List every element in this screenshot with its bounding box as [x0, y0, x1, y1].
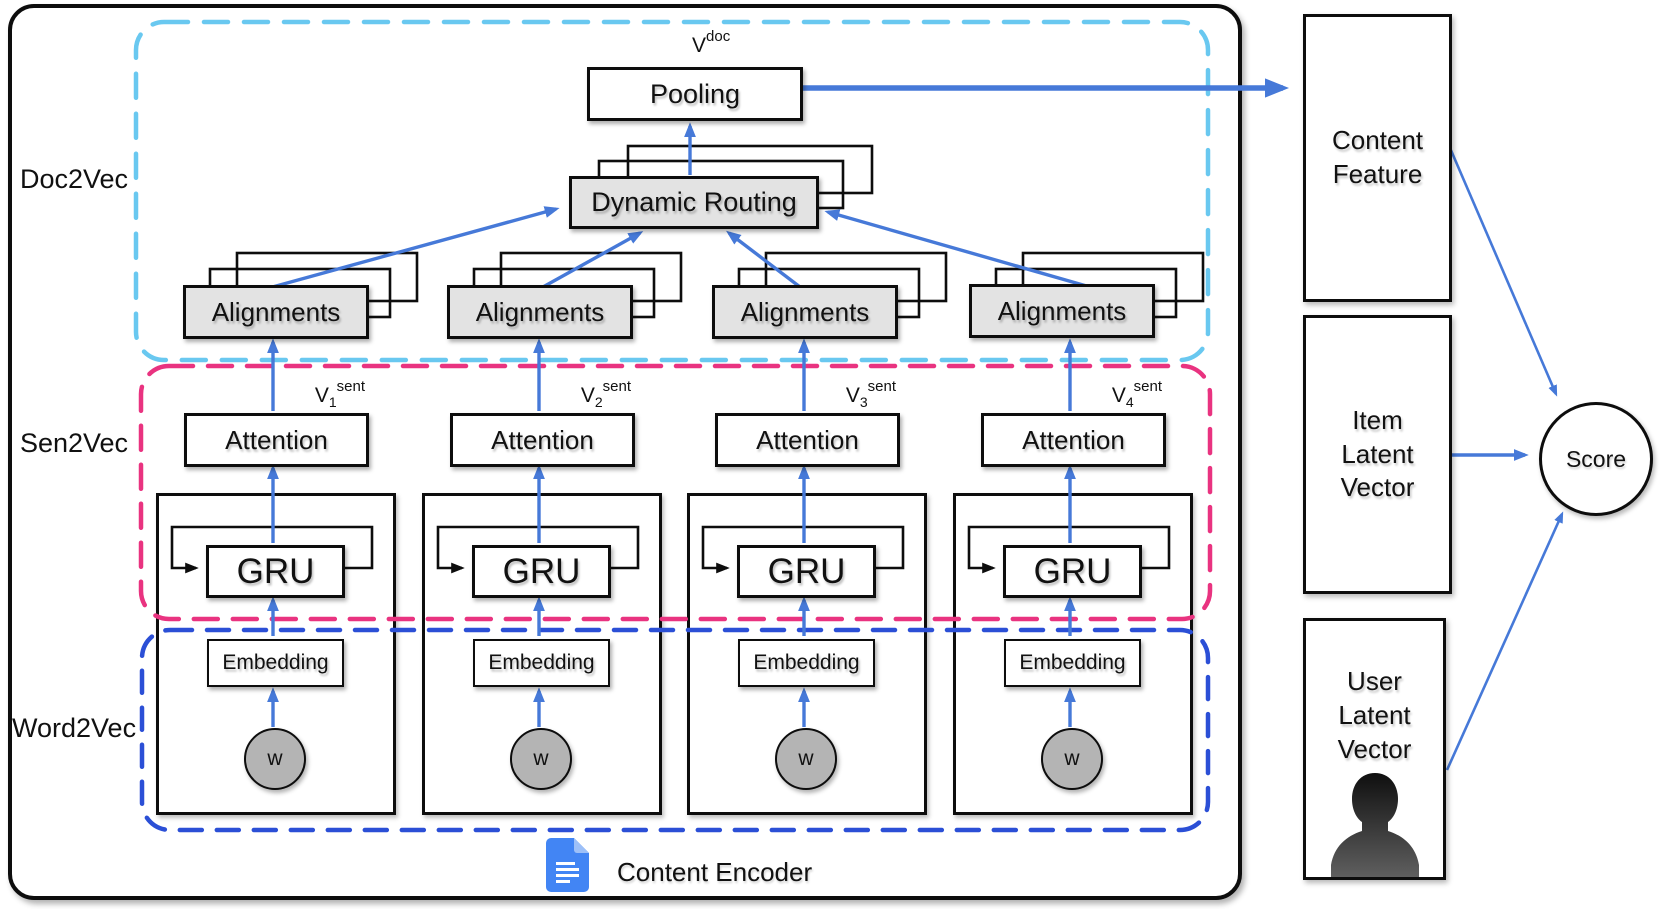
score-node: Score — [1539, 402, 1653, 516]
embedding-box-1: Embedding — [207, 639, 344, 687]
alignments-box-2: Alignments — [447, 285, 633, 339]
sentence-vector-label-1: V1sent — [314, 378, 365, 410]
attention-box-4: Attention — [981, 413, 1166, 467]
content-feature-box: Content Feature — [1303, 14, 1452, 302]
doc2vec-label: Doc2Vec — [19, 164, 129, 194]
document-icon — [546, 838, 589, 892]
sentence-vector-label-4: V4sent — [1111, 378, 1162, 410]
word-node-4: w — [1041, 728, 1103, 790]
pooling-box: Pooling — [587, 67, 803, 121]
embedding-box-4: Embedding — [1004, 639, 1141, 687]
content-encoder-label: Content Encoder — [617, 857, 813, 887]
embedding-box-3: Embedding — [738, 639, 875, 687]
v-doc-sup: doc — [706, 28, 731, 45]
word2vec-label: Word2Vec — [12, 713, 137, 743]
word-node-1: w — [244, 728, 306, 790]
attention-box-2: Attention — [450, 413, 635, 467]
item-latent-vector-box: Item Latent Vector — [1303, 315, 1452, 594]
user-latent-vector-label: User Latent Vector — [1337, 666, 1412, 764]
gru-box-2: GRU — [472, 545, 611, 598]
embedding-box-2: Embedding — [473, 639, 610, 687]
score-label: Score — [1565, 445, 1627, 472]
alignments-box-1: Alignments — [183, 285, 369, 339]
content-feature-label: Content Feature — [1331, 125, 1424, 189]
gru-box-4: GRU — [1003, 545, 1142, 598]
sentence-vector-label-2: V2sent — [580, 378, 631, 410]
gru-box-1: GRU — [206, 545, 345, 598]
v-doc-base: V — [692, 34, 707, 57]
dynamic-routing-box: Dynamic Routing — [569, 176, 819, 229]
gru-box-3: GRU — [737, 545, 876, 598]
word-node-3: w — [775, 728, 837, 790]
pooling-output-label: Vdoc — [692, 28, 782, 58]
sen2vec-label: Sen2Vec — [19, 428, 129, 458]
user-latent-vector-box: User Latent Vector — [1303, 618, 1446, 880]
item-latent-vector-label: Item Latent Vector — [1340, 404, 1415, 503]
alignments-box-3: Alignments — [712, 285, 898, 339]
attention-box-3: Attention — [715, 413, 900, 467]
word-node-2: w — [510, 728, 572, 790]
sentence-vector-label-3: V3sent — [845, 378, 896, 410]
user-silhouette-icon — [1330, 773, 1419, 877]
attention-box-1: Attention — [184, 413, 369, 467]
alignments-box-4: Alignments — [969, 284, 1155, 338]
